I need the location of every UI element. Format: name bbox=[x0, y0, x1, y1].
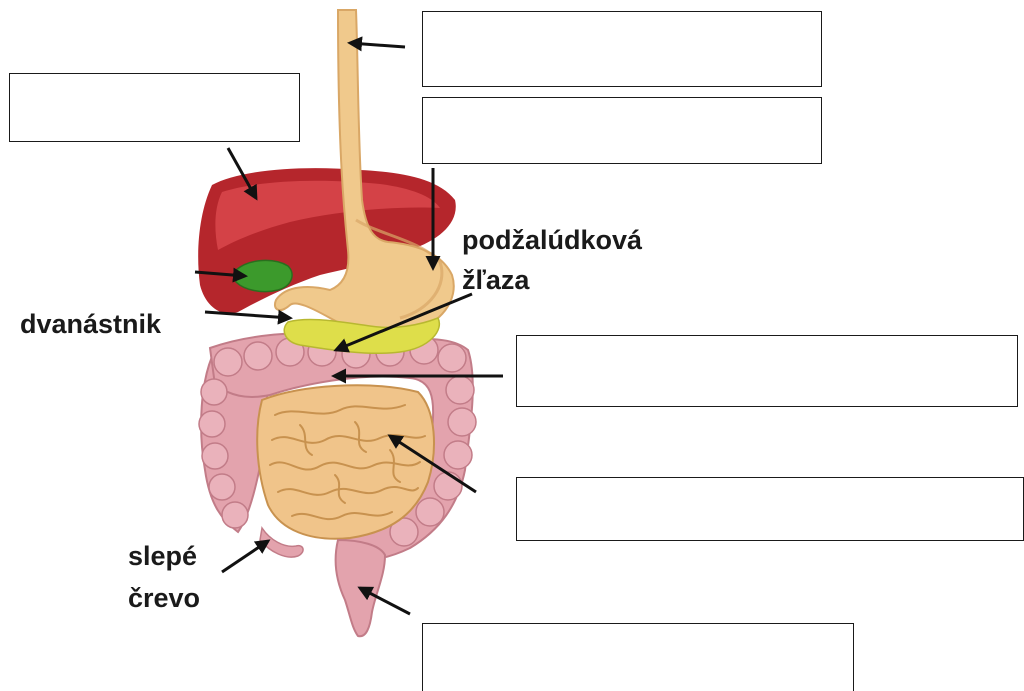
label-duodenum: dvanástnik bbox=[20, 308, 161, 341]
answer-box-rectum[interactable] bbox=[422, 623, 854, 691]
arrow-duodenum bbox=[205, 312, 290, 318]
label-pancreas-line1: podžalúdková bbox=[462, 224, 642, 257]
label-pancreas-line2: žľaza bbox=[462, 264, 529, 297]
arrow-cecum bbox=[222, 541, 268, 572]
answer-box-liver[interactable] bbox=[9, 73, 300, 142]
answer-box-large-intestine[interactable] bbox=[516, 335, 1018, 407]
label-cecum-line1: slepé bbox=[128, 540, 197, 573]
answer-box-stomach[interactable] bbox=[422, 97, 822, 164]
arrow-esophagus bbox=[350, 43, 405, 47]
answer-box-small-intestine[interactable] bbox=[516, 477, 1024, 541]
answer-box-esophagus[interactable] bbox=[422, 11, 822, 87]
label-cecum-line2: črevo bbox=[128, 582, 200, 615]
